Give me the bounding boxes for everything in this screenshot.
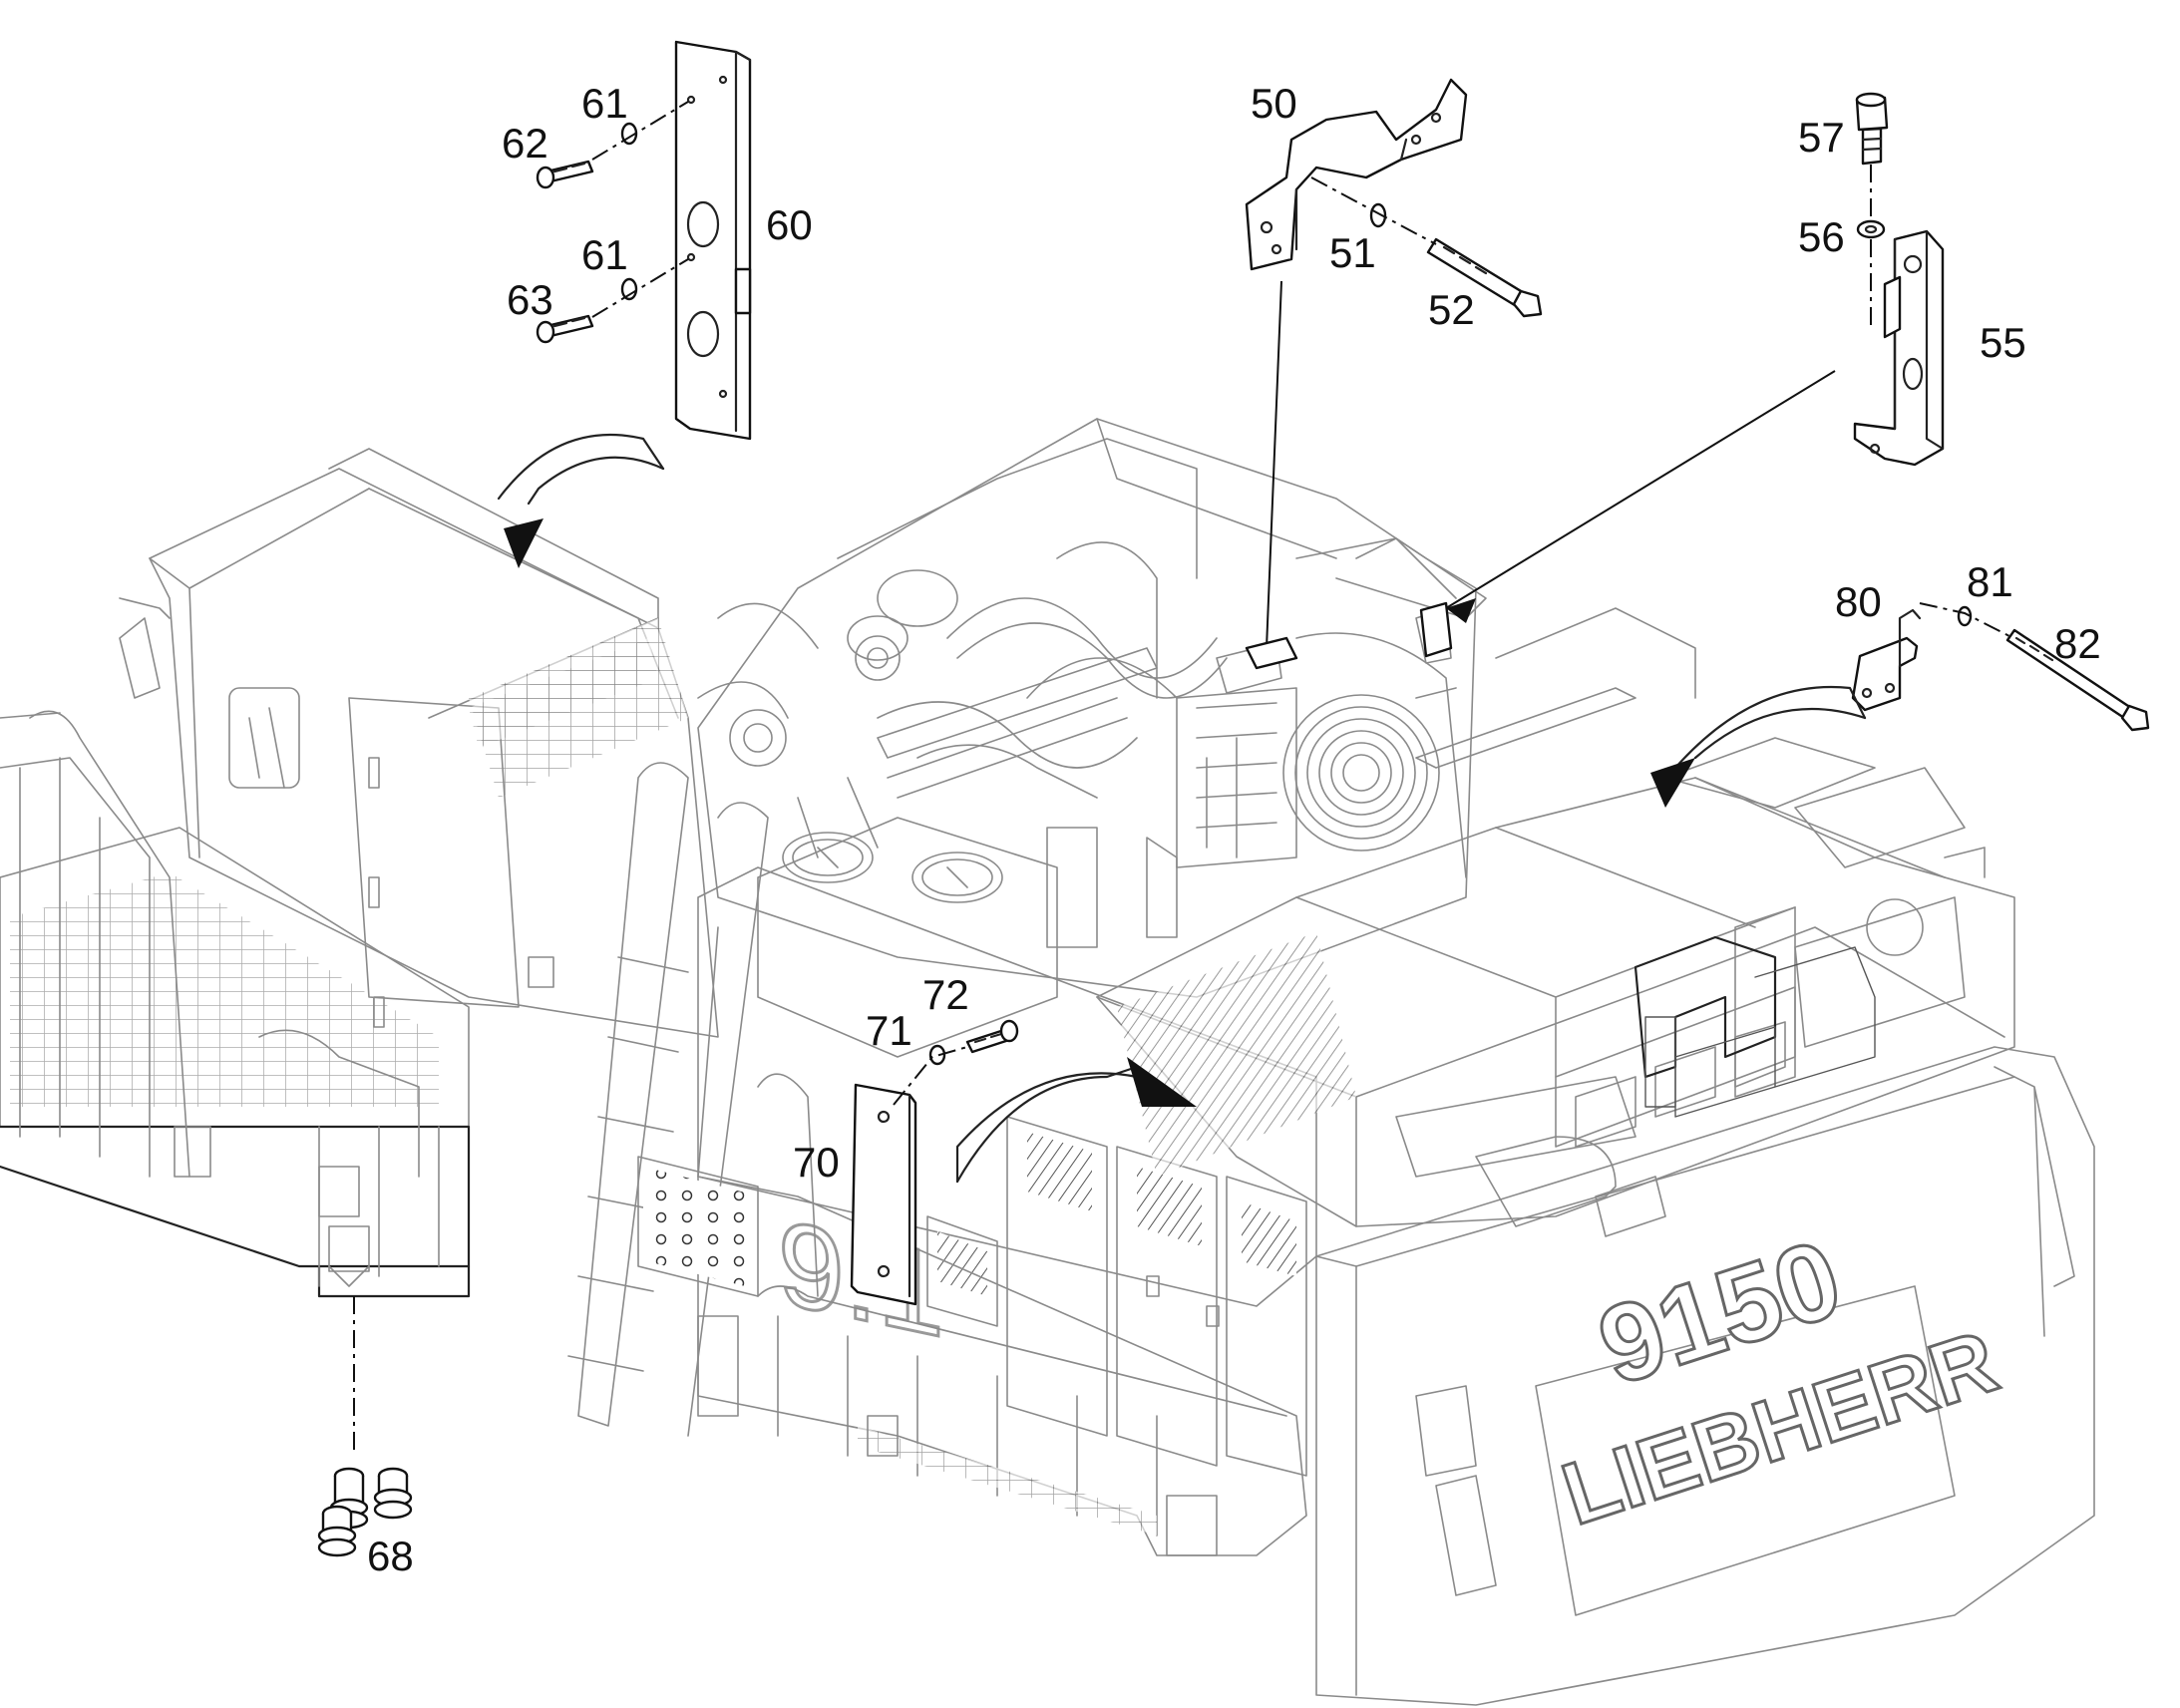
washer-51 (1369, 202, 1387, 228)
bolt-82 (2005, 628, 2150, 732)
callout-62: 62 (502, 120, 548, 167)
bracket-55 (1853, 229, 1945, 467)
access-ladder (567, 762, 819, 1437)
engine-compartment (697, 418, 1487, 1058)
washer-71 (928, 1044, 946, 1066)
roof-grille (469, 638, 658, 748)
callout-50: 50 (1251, 80, 1297, 127)
plate-70 (850, 1083, 917, 1306)
callout-63: 63 (507, 276, 553, 323)
washer-56 (1856, 219, 1886, 239)
arrow-to-cab-roof (504, 518, 544, 568)
washer-61-lower (620, 277, 638, 301)
callout-57: 57 (1798, 114, 1845, 161)
bracket-80 (1851, 636, 1919, 712)
left-catwalk (0, 710, 471, 1298)
callout-71: 71 (866, 1007, 912, 1054)
arrow-to-rear-deck (1650, 758, 1695, 808)
callout-60: 60 (766, 201, 813, 248)
part-55-bracket-assembly (1419, 92, 1945, 658)
callout-61-upper: 61 (581, 80, 628, 127)
part-50-bracket-assembly (1245, 78, 1543, 670)
plate-60-clip (734, 267, 752, 315)
callout-80: 80 (1835, 578, 1882, 625)
screw-62 (536, 160, 594, 189)
right-catwalk (697, 1176, 1307, 1556)
part-80-bracket-assembly (1650, 602, 2150, 808)
callout-52: 52 (1428, 286, 1475, 333)
part-68-plugs (317, 1296, 413, 1557)
callout-82: 82 (2054, 620, 2101, 667)
part-70-plate-assembly (850, 1019, 1197, 1306)
screw-72 (965, 1019, 1019, 1054)
arrow-to-engine-side (1127, 1057, 1197, 1107)
installed-brackets (1634, 935, 1876, 1118)
excavator-upper-carriage: 9:1 (0, 418, 2095, 1706)
screw-57 (1855, 92, 1889, 166)
callout-72: 72 (922, 971, 969, 1018)
callout-56: 56 (1798, 213, 1845, 260)
bolt-52 (1426, 237, 1543, 318)
callout-55: 55 (1980, 319, 2026, 366)
callout-labels: 61 62 60 61 63 50 51 52 57 56 55 80 81 8… (367, 80, 2101, 1579)
part-60-plate-assembly (497, 40, 752, 568)
callout-61-lower: 61 (581, 231, 628, 278)
callout-51: 51 (1329, 229, 1376, 276)
bracket-50 (1245, 78, 1468, 271)
callout-81: 81 (1967, 558, 2013, 605)
socket-point (328, 1265, 370, 1287)
callout-70: 70 (793, 1139, 840, 1186)
rear-deck-covers (1096, 607, 2015, 1237)
counterweight: 9150 LIEBHERR (1315, 1046, 2095, 1706)
plug-68-b (373, 1467, 413, 1520)
screw-63 (536, 314, 594, 344)
callout-68: 68 (367, 1533, 414, 1579)
plug-68-c (317, 1505, 357, 1557)
